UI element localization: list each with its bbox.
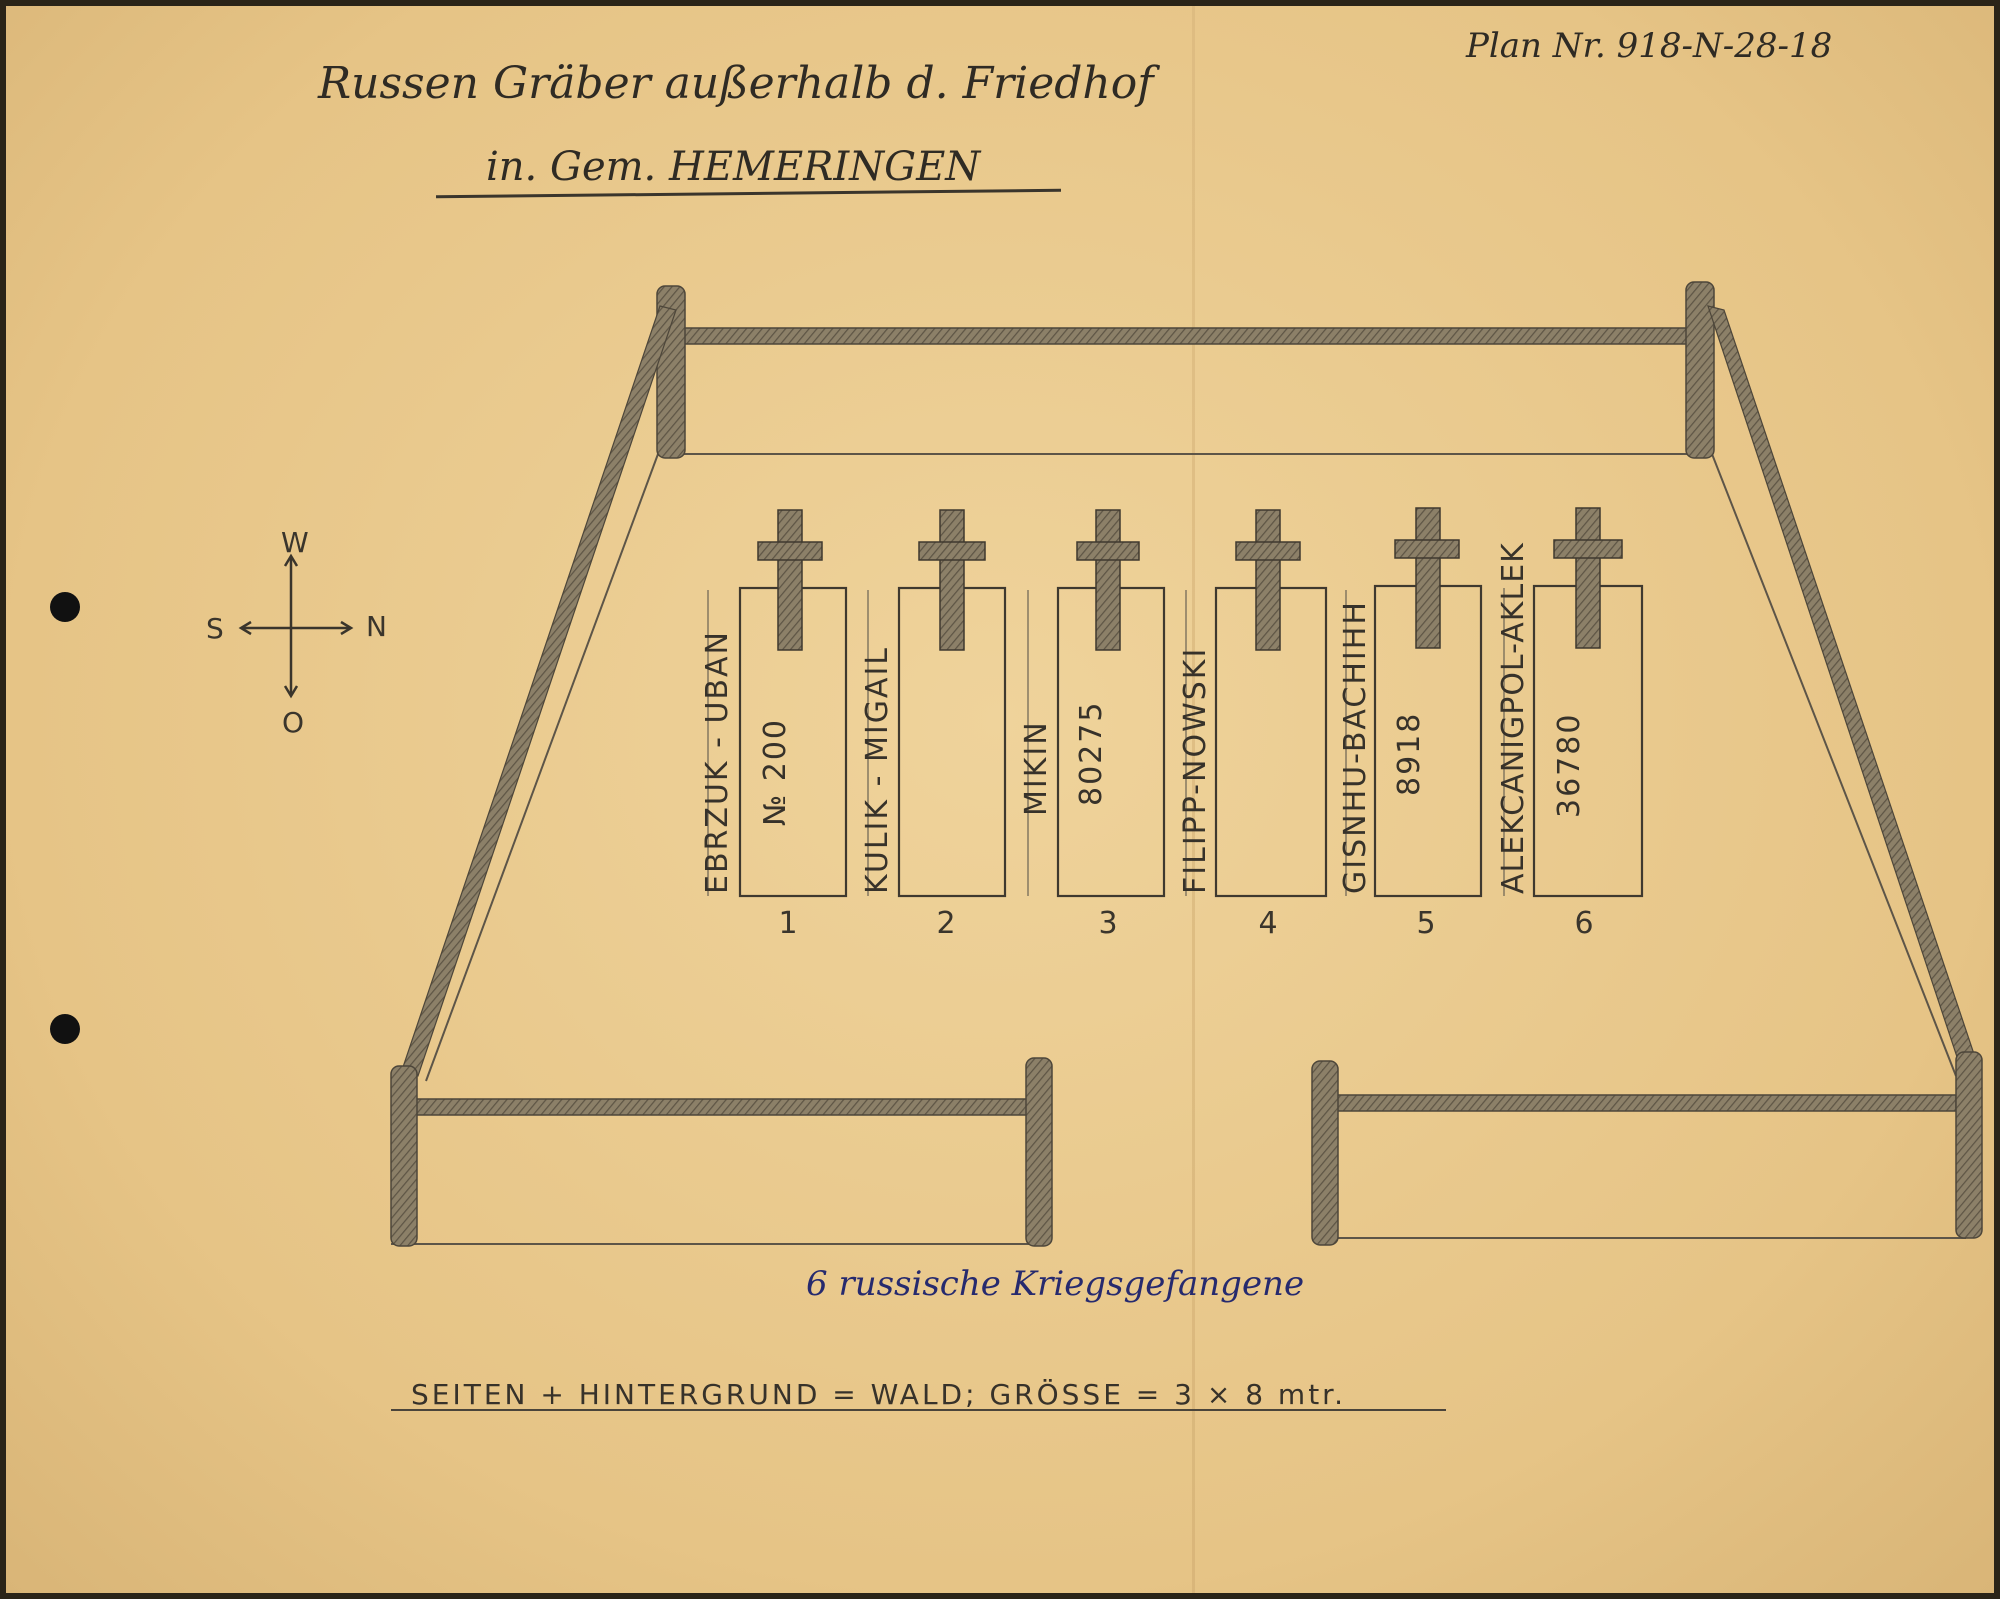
footer-caption: SEITEN + HINTERGRUND = WALD; GRÖSSE = 3 … bbox=[411, 1378, 1347, 1411]
right-fence-rail bbox=[1707, 305, 1975, 1061]
grave-5 bbox=[1345, 507, 1483, 898]
compass-north-label: N bbox=[366, 610, 387, 643]
paper-fold bbox=[1192, 6, 1195, 1593]
grave-6 bbox=[1503, 507, 1644, 898]
ink-annotation: 6 russische Kriegsgefangene bbox=[806, 1264, 1305, 1304]
document-sheet: Russen Gräber außerhalb d. Friedhof in. … bbox=[6, 6, 1994, 1593]
punch-hole bbox=[50, 592, 80, 622]
grave-4-index: 4 bbox=[1258, 906, 1278, 941]
front-left-fence-rail bbox=[410, 1098, 1032, 1116]
fence-post bbox=[390, 1065, 418, 1247]
grave-3-number: 80275 bbox=[1074, 700, 1109, 806]
grave-6-name: ALEKCANIGPOL-AKLEK bbox=[1496, 542, 1531, 894]
grave-6-number: 36780 bbox=[1552, 712, 1587, 818]
footer-underline bbox=[391, 1409, 1446, 1411]
compass-west-label: W bbox=[281, 526, 309, 559]
grave-4-name: FILIPP-NOWSKI bbox=[1178, 646, 1213, 894]
cemetery-plan-drawing bbox=[390, 281, 1983, 1247]
back-fence-rail bbox=[673, 327, 1693, 345]
grave-1-index: 1 bbox=[778, 906, 798, 941]
grave-1 bbox=[707, 509, 848, 898]
left-fence-rail bbox=[401, 305, 677, 1077]
grave-2-name: KULIK - MIGAIL bbox=[860, 645, 895, 894]
grave-5-index: 5 bbox=[1416, 906, 1436, 941]
grave-5-name: GISNHU-BACHIHH bbox=[1338, 600, 1373, 894]
graves-group bbox=[707, 507, 1644, 898]
front-right-fence-rail bbox=[1335, 1094, 1957, 1112]
grave-1-name: EBRZUK - UBAN bbox=[700, 630, 735, 894]
compass-east-label: O bbox=[282, 706, 305, 739]
fence-post bbox=[1685, 281, 1715, 459]
fence-post bbox=[1025, 1057, 1053, 1247]
grave-2-index: 2 bbox=[936, 906, 956, 941]
fence-post bbox=[1955, 1051, 1983, 1239]
fence-post bbox=[1311, 1060, 1339, 1246]
grave-2 bbox=[867, 509, 1007, 898]
document-subtitle: in. Gem. HEMERINGEN bbox=[486, 144, 981, 190]
grave-3-index: 3 bbox=[1098, 906, 1118, 941]
document-title: Russen Gräber außerhalb d. Friedhof bbox=[318, 58, 1154, 109]
compass-rose bbox=[238, 553, 354, 699]
grave-1-number: № 200 bbox=[758, 718, 793, 826]
grave-3 bbox=[1027, 509, 1166, 898]
compass-south-label: S bbox=[206, 612, 224, 645]
plan-number: Plan Nr. 918-N-28-18 bbox=[1466, 26, 1833, 66]
grave-4 bbox=[1185, 509, 1328, 898]
grave-5-number: 8918 bbox=[1392, 711, 1427, 796]
punch-hole bbox=[50, 1014, 80, 1044]
enclosure-outline bbox=[391, 453, 1966, 1245]
grave-6-index: 6 bbox=[1574, 906, 1594, 941]
grave-3-name: MIKIN bbox=[1019, 720, 1054, 816]
